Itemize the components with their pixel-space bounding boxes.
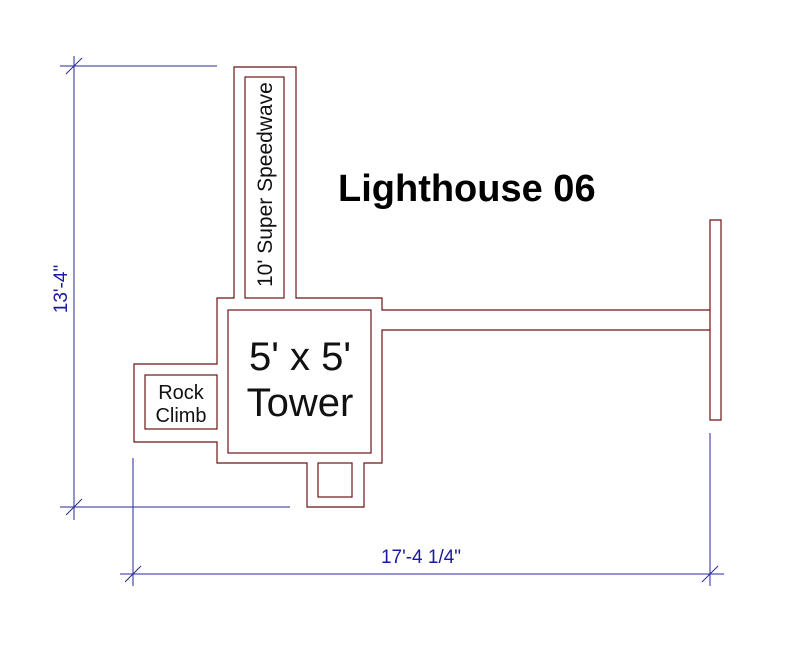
slide-outline: [244, 76, 285, 299]
height-dimension-label: 13'-4": [51, 265, 72, 313]
slide-label: 10' Super Speedwave: [254, 82, 277, 287]
rock-climb-label-2: Climb: [155, 405, 206, 427]
height-dimension: [60, 56, 290, 520]
plan-title: Lighthouse 06: [338, 168, 596, 210]
width-dimension: [120, 433, 724, 586]
rock-climb-outline: [144, 374, 218, 430]
width-dimension-label: 17'-4 1/4": [381, 547, 461, 568]
tower-label: Tower: [247, 381, 354, 425]
rock-climb-label-1: Rock: [158, 382, 205, 404]
tower-outline: [227, 309, 372, 454]
step-box-outline: [317, 462, 353, 498]
structure-outline: [133, 66, 722, 508]
tower-size-label: 5' x 5': [249, 335, 351, 379]
